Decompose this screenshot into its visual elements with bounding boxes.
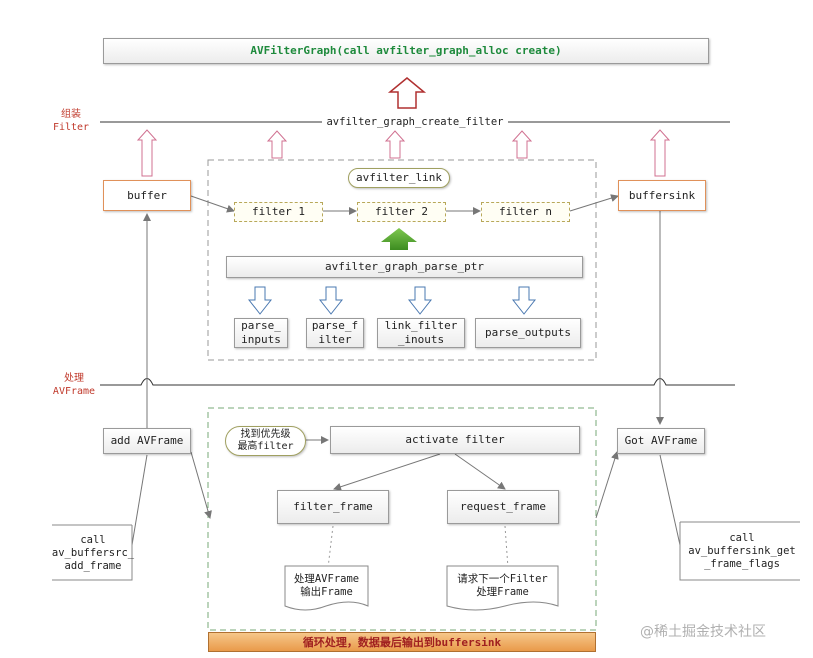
parse-filter-node: parse_f ilter xyxy=(306,318,364,348)
activate-filter-node: activate filter xyxy=(330,426,580,454)
create-filter-label: avfilter_graph_create_filter xyxy=(322,114,508,130)
green-up-arrow xyxy=(381,228,417,250)
doc-shape-right xyxy=(446,565,559,611)
filter-2-node: filter 2 xyxy=(357,202,446,222)
parse-inputs-node: parse_ inputs xyxy=(234,318,288,348)
filter-frame-node: filter_frame xyxy=(277,490,389,524)
filter-1-node: filter 1 xyxy=(234,202,323,222)
up-arrow-title xyxy=(387,77,427,109)
filter-n-node: filter n xyxy=(481,202,570,222)
up-arrow-link-3 xyxy=(511,130,533,159)
up-arrow-link-1 xyxy=(266,130,288,159)
find-filter-node: 找到优先级 最高filter xyxy=(225,426,306,456)
call-left-bracket xyxy=(52,524,133,581)
up-arrow-buffer xyxy=(136,129,158,177)
got-avframe-node: Got AVFrame xyxy=(617,428,705,454)
doc-left-text: 处理AVFrame 输出Frame xyxy=(293,573,360,598)
add-avframe-node: add AVFrame xyxy=(103,428,191,454)
call-right-bracket xyxy=(679,521,800,581)
link-filter-inouts-node: link_filter _inouts xyxy=(377,318,465,348)
parse-ptr-node: avfilter_graph_parse_ptr xyxy=(226,256,583,278)
process-container xyxy=(207,407,597,631)
loop-banner: 循环处理，数据最后输出到buffersink xyxy=(208,632,596,652)
down-arrow-1 xyxy=(247,286,273,315)
request-frame-node: request_frame xyxy=(447,490,559,524)
doc-shape-left xyxy=(284,565,369,611)
up-arrow-link-2 xyxy=(384,130,406,159)
title-box: AVFilterGraph(call avfilter_graph_alloc … xyxy=(103,38,709,64)
parse-outputs-node: parse_outputs xyxy=(475,318,581,348)
down-arrow-4 xyxy=(511,286,537,315)
call-right-text: call av_buffersink_get _frame_flags xyxy=(688,531,796,570)
up-arrow-buffersink xyxy=(649,129,671,177)
title-text: AVFilterGraph(call avfilter_graph_alloc … xyxy=(250,44,562,57)
avfilter-link-node: avfilter_link xyxy=(348,168,450,188)
doc-right-text: 请求下一个Filter 处理Frame xyxy=(457,573,548,598)
section-assemble-label: 组装 Filter xyxy=(52,109,90,133)
down-arrow-2 xyxy=(318,286,344,315)
down-arrow-3 xyxy=(407,286,433,315)
buffer-node: buffer xyxy=(103,180,191,211)
process-line xyxy=(100,378,735,386)
buffersink-node: buffersink xyxy=(618,180,706,211)
section-process-label: 处理 AVFrame xyxy=(52,373,96,397)
call-left-text: call av_buffersrc_ add_frame xyxy=(51,533,135,572)
assemble-container xyxy=(207,159,597,361)
watermark: @稀土掘金技术社区 xyxy=(640,624,766,640)
